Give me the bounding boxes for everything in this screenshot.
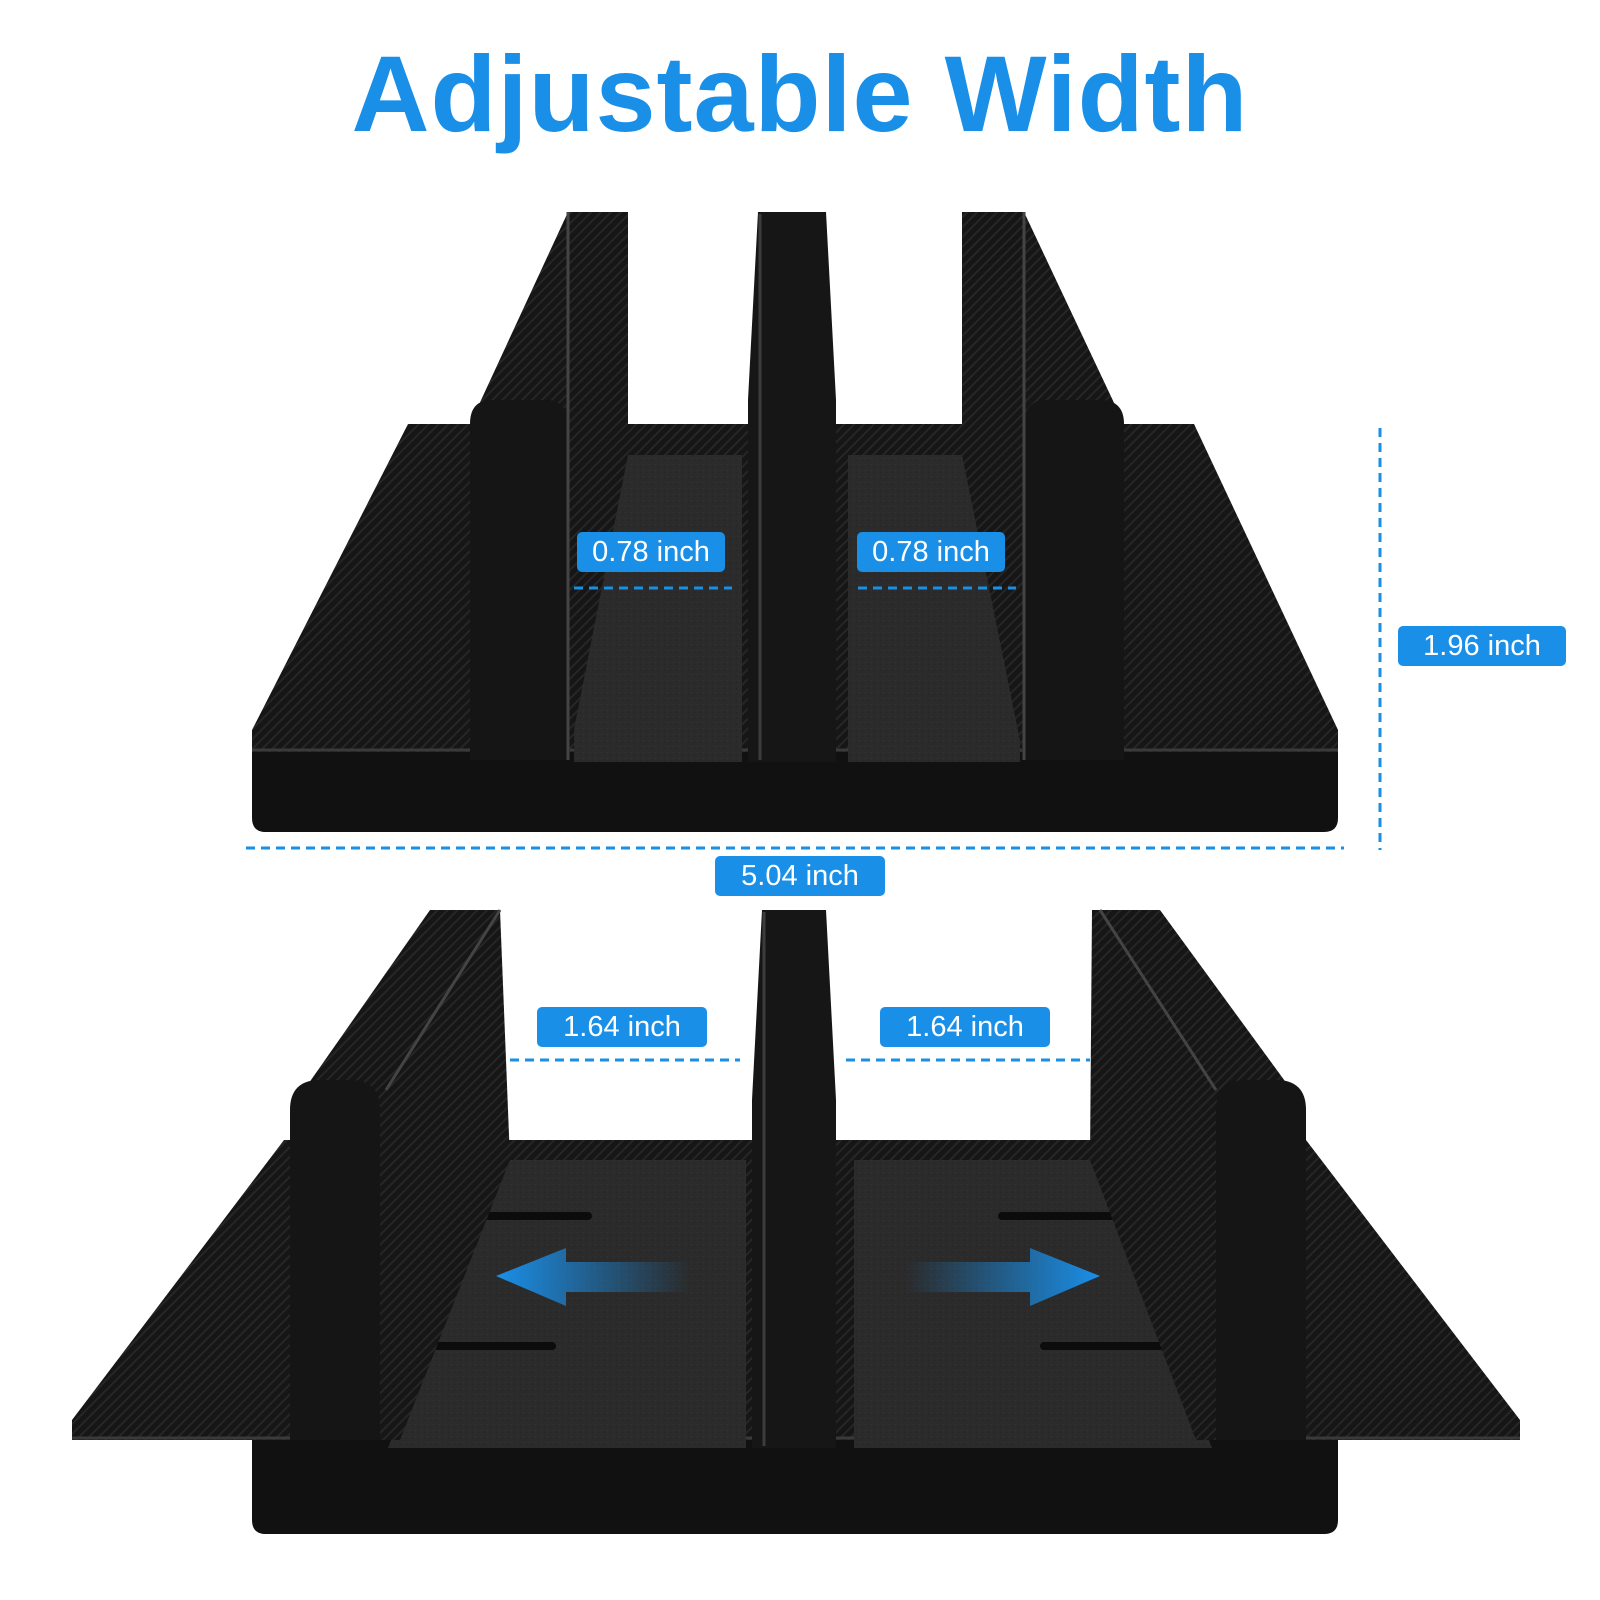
- top-stand: [252, 212, 1338, 832]
- bottom-stand: [72, 909, 1520, 1534]
- arrow-left-icon: [496, 1248, 690, 1306]
- top-slot-left-width-label: 0.78 inch: [577, 532, 725, 572]
- page-title: Adjustable Width: [351, 33, 1249, 154]
- height-label: 1.96 inch: [1398, 626, 1566, 666]
- arrow-right-icon: [906, 1248, 1100, 1306]
- bottom-slot-left-width-label: 1.64 inch: [537, 1007, 707, 1047]
- base-width-label: 5.04 inch: [715, 856, 885, 896]
- top-slot-right-width-label: 0.78 inch: [857, 532, 1005, 572]
- bottom-slot-right-width-label: 1.64 inch: [880, 1007, 1050, 1047]
